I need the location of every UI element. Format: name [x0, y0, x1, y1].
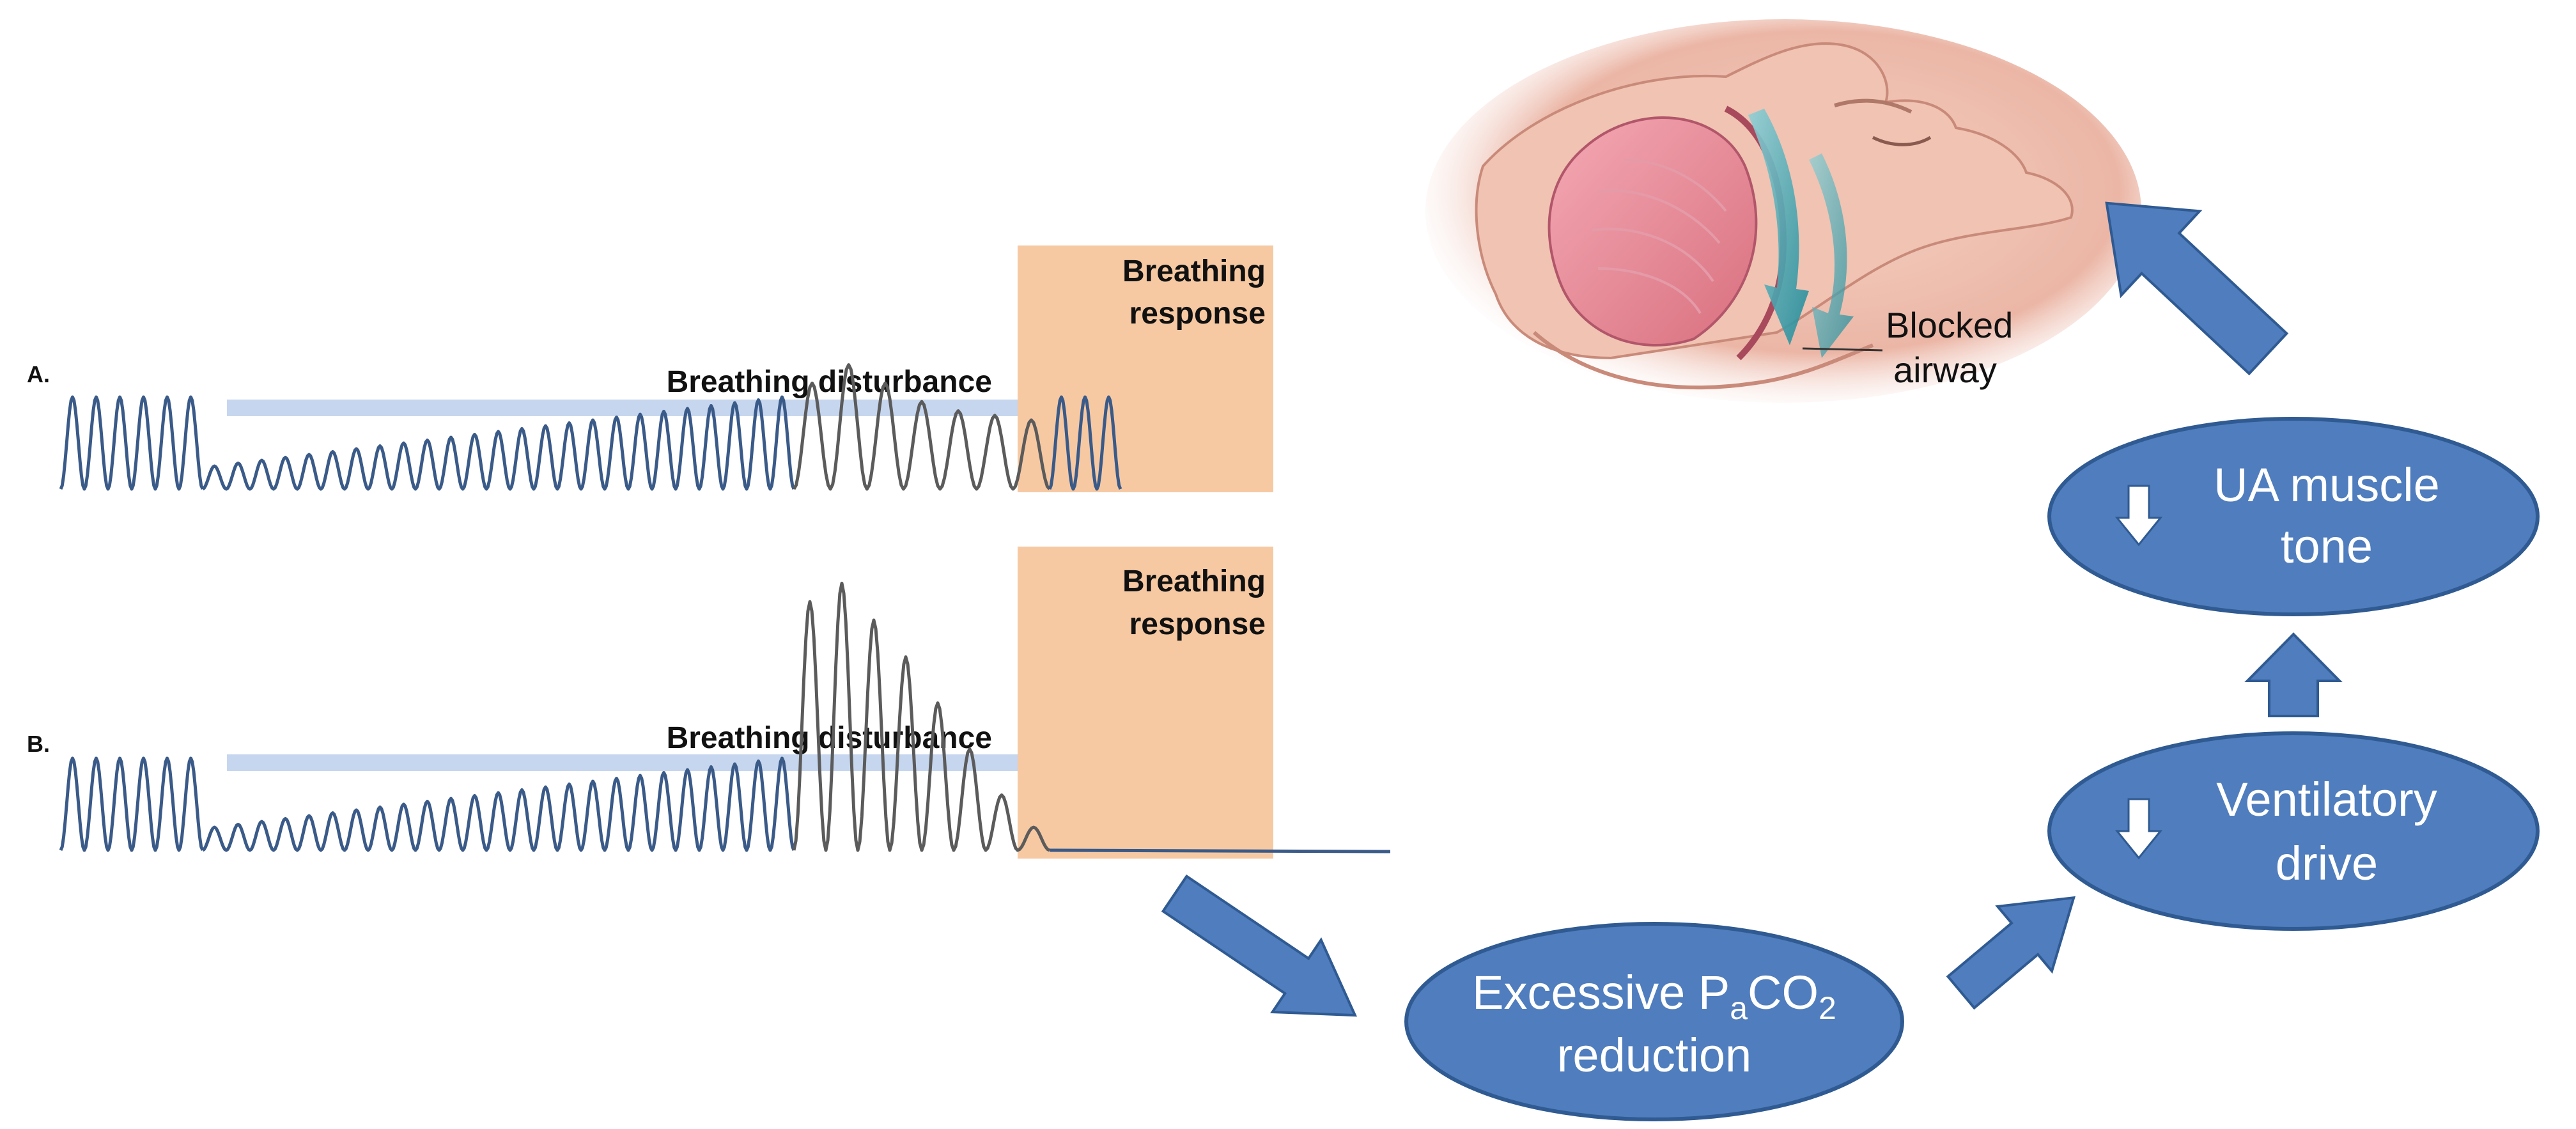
node-ventilatory-line1: Ventilatory [2216, 773, 2437, 826]
closed-eye [1872, 136, 1932, 146]
panel-b-breathing-trace [59, 581, 1391, 853]
eyebrow [1834, 98, 1913, 114]
trace-segment-disturbance [201, 756, 796, 852]
arrow-shape [2105, 201, 2289, 376]
panel-b: B. Breathing disturbance Breathing respo… [27, 547, 1391, 859]
flow-arrow-to-ua-muscle [2244, 632, 2343, 717]
panel-b-label: B. [27, 731, 50, 757]
node-ventilatory-line2: drive [2276, 837, 2378, 890]
airway-flow-arrow-2 [1809, 153, 1854, 358]
panel-b-response-label-line2: response [1129, 607, 1266, 641]
panel-a-breathing-trace [59, 363, 1122, 491]
trace-segment-response [792, 581, 1051, 852]
panel-a-response-label-line2: response [1129, 297, 1266, 331]
flow-arrow-to-airway [2105, 201, 2289, 376]
blocked-airway-label-line1: Blocked [1886, 305, 2013, 345]
panel-b-response-box [1018, 547, 1273, 859]
arrow-shape [1946, 896, 2076, 1010]
node-ventilatory-drive: Ventilatory drive [2047, 731, 2540, 931]
node-ellipse [1404, 922, 1904, 1121]
blocked-airway-pointer [1802, 347, 1883, 352]
node-ellipse [2047, 417, 2540, 616]
tongue [1548, 116, 1758, 346]
node-ellipse [2047, 731, 2540, 931]
throat-lower [1533, 331, 1874, 390]
panel-a-response-box [1018, 245, 1273, 492]
node-ua-muscle-line1: UA muscle [2214, 458, 2440, 511]
blocked-airway-illustration: Blocked airway [1425, 19, 2141, 403]
trace-segment-baseline [59, 756, 205, 852]
node-paco2-reduction: Excessive PaCO2 reduction [1404, 922, 1904, 1121]
node-paco2-line2: reduction [1557, 1029, 1751, 1082]
trace-segment-recovery [1048, 395, 1122, 491]
panel-a-response-label-line1: Breathing [1122, 254, 1266, 288]
node-ua-muscle-tone: UA muscle tone [2047, 417, 2540, 616]
airway-flow-arrow [1748, 109, 1809, 345]
flow-arrow-to-paco2 [1161, 874, 1358, 1017]
panel-a-disturbance-bar [227, 400, 1018, 416]
trace-segment-baseline [59, 395, 205, 491]
arrow-shape [1161, 874, 1358, 1017]
node-paco2-line1: Excessive PaCO2 [1472, 966, 1836, 1026]
flow-arrow-to-ventilatory [1946, 896, 2076, 1010]
panel-b-disturbance-label: Breathing disturbance [667, 721, 992, 755]
panel-b-response-label-line1: Breathing [1122, 564, 1266, 598]
blocked-airway-label-line2: airway [1893, 350, 1997, 390]
trace-segment-disturbance [201, 395, 796, 491]
panel-a-disturbance-label: Breathing disturbance [667, 365, 992, 399]
trace-segment-response [792, 363, 1051, 491]
decrease-arrow-icon [2114, 485, 2163, 547]
panel-b-disturbance-bar [227, 754, 1018, 771]
trace-segment-apnea [1049, 848, 1391, 853]
node-ua-muscle-line2: tone [2281, 520, 2373, 573]
decrease-arrow-icon [2114, 798, 2163, 860]
panel-a-label: A. [27, 361, 50, 387]
tongue-fibers [1591, 159, 1727, 315]
arrow-shape [2244, 632, 2343, 717]
panel-a: A. Breathing disturbance Breathing respo… [27, 245, 1273, 492]
